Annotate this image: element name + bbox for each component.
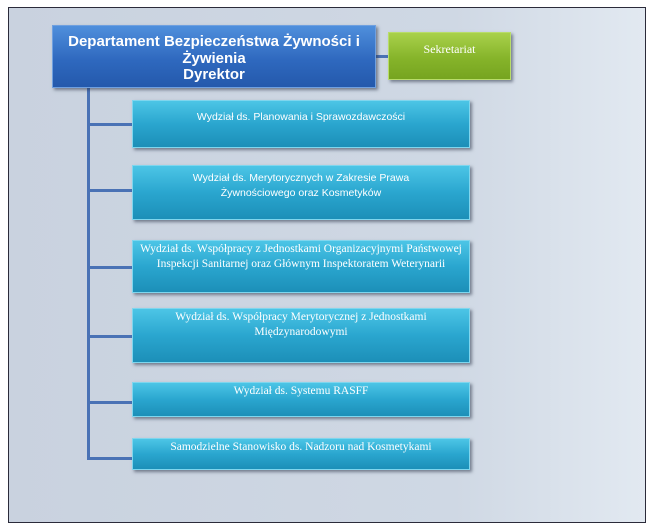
connector-trunk [87, 88, 90, 459]
unit-box-3: Wydział ds. Współpracy z Jednostkami Org… [132, 240, 470, 293]
connector-unit-5 [87, 401, 132, 404]
unit-box-4: Wydział ds. Współpracy Merytorycznej z J… [132, 308, 470, 363]
director-title: Dyrektor [183, 66, 245, 83]
unit-box-2: Wydział ds. Merytorycznych w Zakresie Pr… [132, 165, 470, 220]
connector-unit-6 [87, 457, 132, 460]
secretariat-box: Sekretariat [388, 32, 511, 80]
department-title: Departament Bezpieczeństwa Żywności i Ży… [68, 33, 360, 67]
unit-box-5: Wydział ds. Systemu RASFF [132, 382, 470, 417]
connector-unit-3 [87, 266, 132, 269]
unit-box-1: Wydział ds. Planowania i Sprawozdawczośc… [132, 100, 470, 148]
connector-unit-4 [87, 335, 132, 338]
unit-box-6: Samodzielne Stanowisko ds. Nadzoru nad K… [132, 438, 470, 470]
director-box: Departament Bezpieczeństwa Żywności i Ży… [52, 25, 376, 88]
connector-unit-1 [87, 123, 132, 126]
connector-secretariat [376, 55, 388, 58]
connector-unit-2 [87, 189, 132, 192]
